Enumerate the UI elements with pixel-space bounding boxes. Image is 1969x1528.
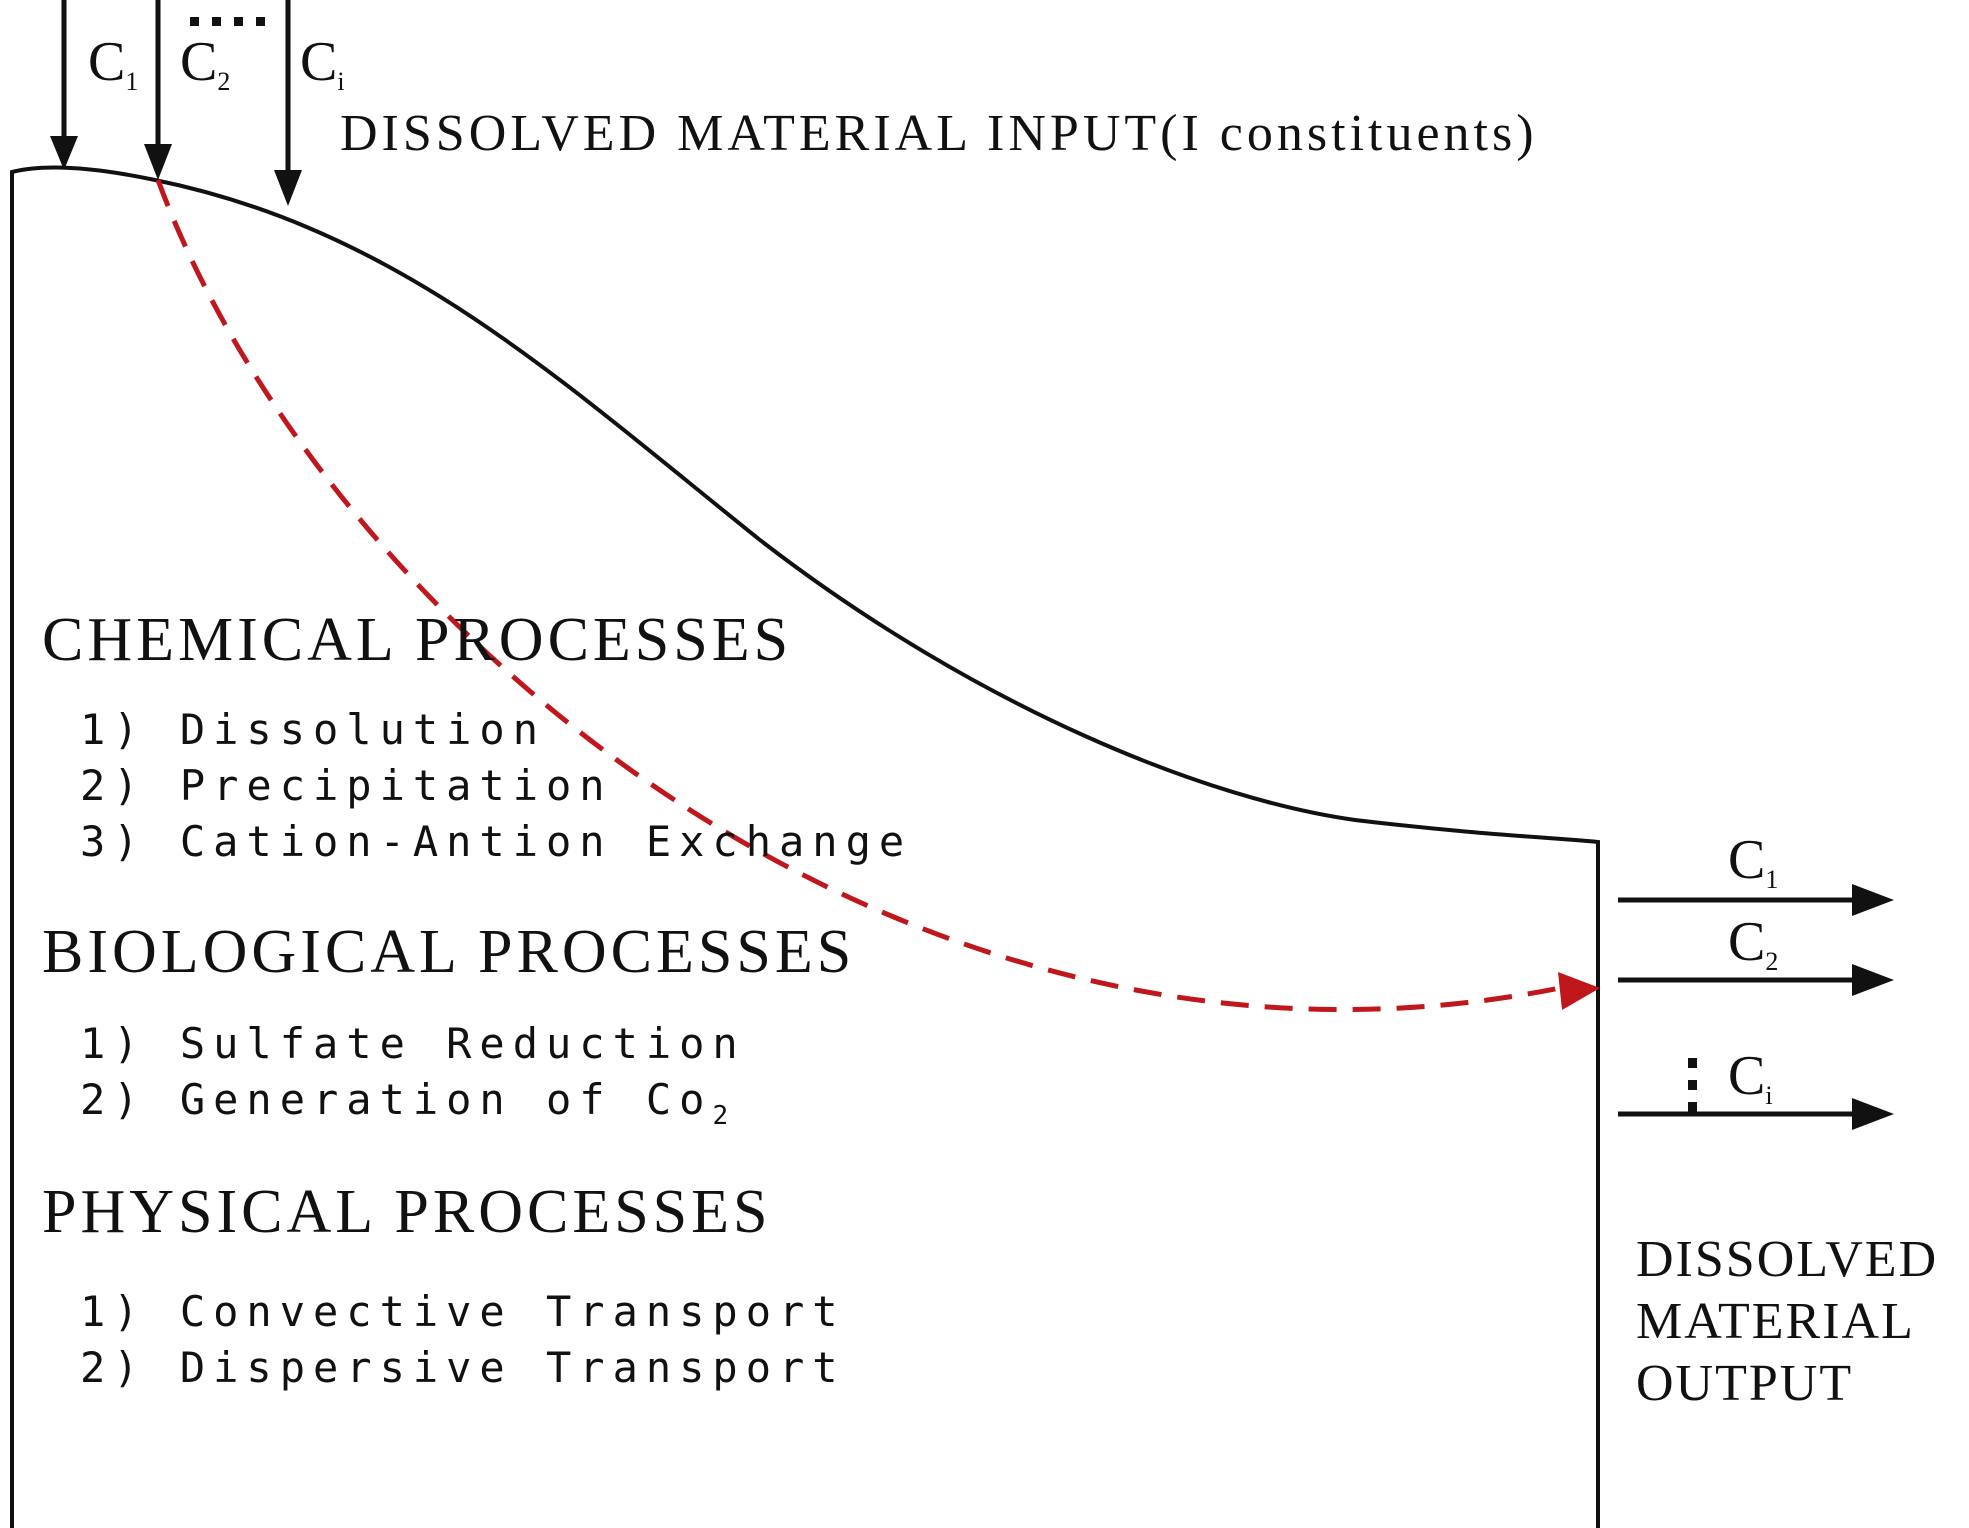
physical-item-1: 1) Convective Transport bbox=[80, 1287, 846, 1336]
output-title-line-2: MATERIAL bbox=[1636, 1293, 1915, 1350]
input-arrow-c1 bbox=[50, 0, 78, 170]
input-title: DISSOLVED MATERIAL INPUT(I constituents) bbox=[340, 105, 1538, 162]
output-arrow-ci bbox=[1618, 1098, 1894, 1130]
output-title-line-1: DISSOLVED bbox=[1636, 1231, 1938, 1288]
input-c2-label: C2 bbox=[180, 31, 230, 96]
biological-item-2: 2) Generation of Co2 bbox=[80, 1075, 736, 1131]
chemical-item-3: 3) Cation-Antion Exchange bbox=[80, 817, 912, 866]
input-c1-label: C1 bbox=[88, 31, 138, 96]
output-c2-label: C2 bbox=[1728, 911, 1778, 976]
flowpath-dashed bbox=[155, 179, 1561, 1013]
biological-heading: BIOLOGICAL PROCESSES bbox=[42, 918, 855, 986]
input-ellipsis bbox=[190, 17, 265, 26]
chemical-item-1: 1) Dissolution bbox=[80, 705, 546, 754]
input-arrow-c2 bbox=[144, 0, 172, 180]
input-ci-label: Ci bbox=[300, 31, 345, 96]
hillslope-outline bbox=[10, 165, 1600, 1528]
physical-item-2: 2) Dispersive Transport bbox=[80, 1343, 846, 1392]
chemical-heading: CHEMICAL PROCESSES bbox=[42, 606, 792, 674]
biological-item-1: 1) Sulfate Reduction bbox=[80, 1019, 746, 1068]
chemical-item-2: 2) Precipitation bbox=[80, 761, 613, 810]
physical-heading: PHYSICAL PROCESSES bbox=[42, 1178, 772, 1246]
output-ci-label: Ci bbox=[1728, 1045, 1773, 1110]
output-arrow-c2 bbox=[1618, 964, 1894, 996]
output-arrow-c1 bbox=[1618, 884, 1894, 916]
output-c1-label: C1 bbox=[1728, 829, 1778, 894]
input-arrow-ci bbox=[274, 0, 302, 206]
flowpath-arrowhead bbox=[1558, 972, 1600, 1010]
output-title-line-3: OUTPUT bbox=[1636, 1355, 1853, 1412]
output-ellipsis bbox=[1688, 1058, 1697, 1112]
